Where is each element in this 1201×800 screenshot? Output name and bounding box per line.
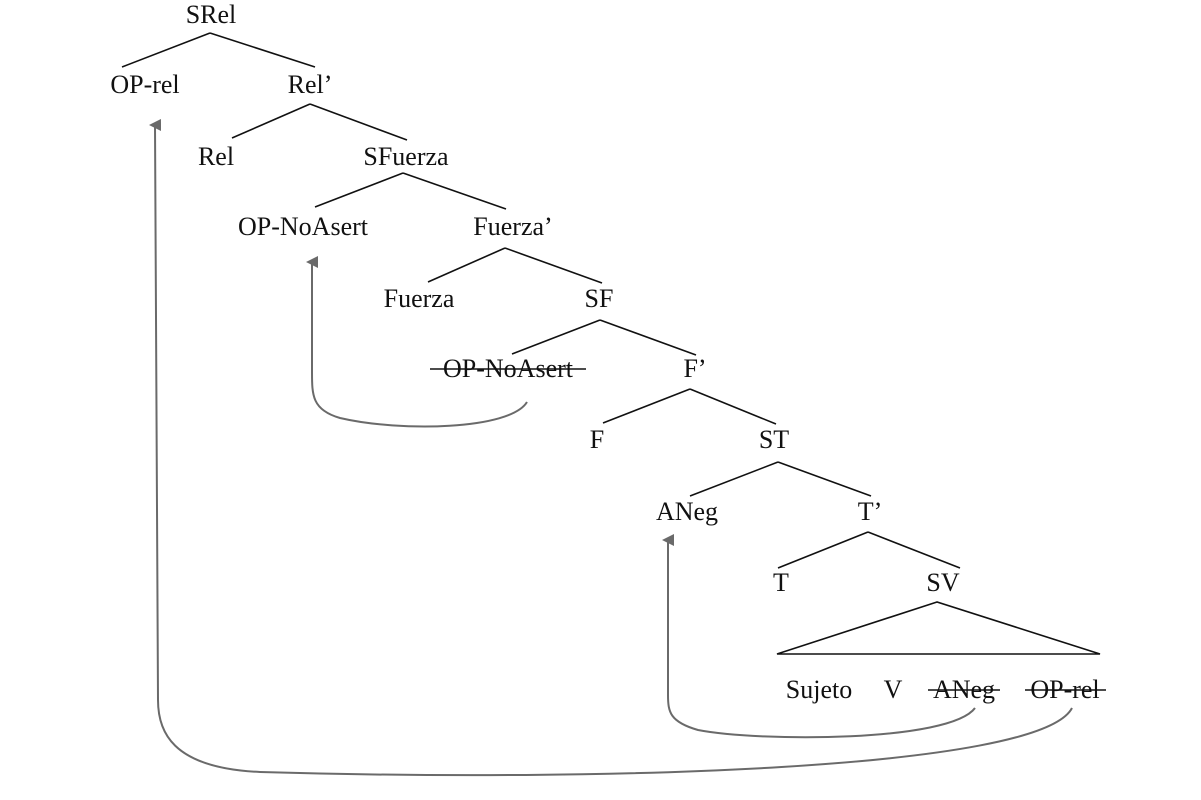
branch-sfuerza-right bbox=[402, 172, 507, 210]
node-sv: SV bbox=[926, 568, 959, 597]
branch-fuerzabar-right bbox=[504, 247, 603, 284]
node-aneg: ANeg bbox=[656, 497, 718, 526]
sv-triangle bbox=[776, 601, 1101, 655]
branch-relbar-left bbox=[231, 103, 311, 139]
node-rel: Rel bbox=[198, 142, 234, 171]
aneg-movement-arrow bbox=[662, 534, 976, 739]
branch-sf-left bbox=[511, 319, 601, 355]
branch-relbar-right bbox=[309, 103, 408, 141]
branch-sf-right bbox=[599, 319, 697, 356]
branch-tbar-left bbox=[777, 531, 869, 569]
branch-fuerzabar-left bbox=[427, 247, 506, 283]
branch-st-right bbox=[777, 461, 872, 497]
branch-fbar-left bbox=[602, 388, 691, 424]
op-rel-movement-arrow bbox=[149, 118, 1073, 777]
tree-branches bbox=[121, 32, 1101, 655]
node-srel: SRel bbox=[186, 0, 237, 29]
node-op-noasert: OP-NoAsert bbox=[238, 212, 369, 241]
branch-st-left bbox=[689, 461, 779, 497]
node-labels: SRel OP-rel Rel’ Rel SFuerza OP-NoAsert … bbox=[110, 0, 959, 597]
node-op-rel: OP-rel bbox=[110, 70, 179, 99]
terminal-sujeto: Sujeto bbox=[786, 675, 852, 704]
node-rel-bar: Rel’ bbox=[288, 70, 333, 99]
node-sfuerza: SFuerza bbox=[363, 142, 449, 171]
node-st: ST bbox=[759, 425, 789, 454]
trace-strikethroughs bbox=[430, 368, 1106, 691]
op-noasert-movement-arrow bbox=[306, 256, 528, 428]
branch-sfuerza-left bbox=[314, 172, 404, 208]
node-fuerza-bar: Fuerza’ bbox=[473, 212, 552, 241]
branch-srel-left bbox=[121, 32, 211, 68]
branch-fbar-right bbox=[689, 388, 777, 425]
movement-arrows bbox=[149, 118, 1073, 777]
node-t: T bbox=[773, 568, 789, 597]
terminal-v: V bbox=[884, 675, 903, 704]
node-f-bar: F’ bbox=[683, 354, 706, 383]
node-fuerza: Fuerza bbox=[384, 284, 455, 313]
node-t-bar: T’ bbox=[858, 497, 883, 526]
node-sf: SF bbox=[585, 284, 614, 313]
branch-tbar-right bbox=[867, 531, 961, 569]
branch-srel-right bbox=[209, 32, 316, 68]
node-f: F bbox=[590, 425, 604, 454]
